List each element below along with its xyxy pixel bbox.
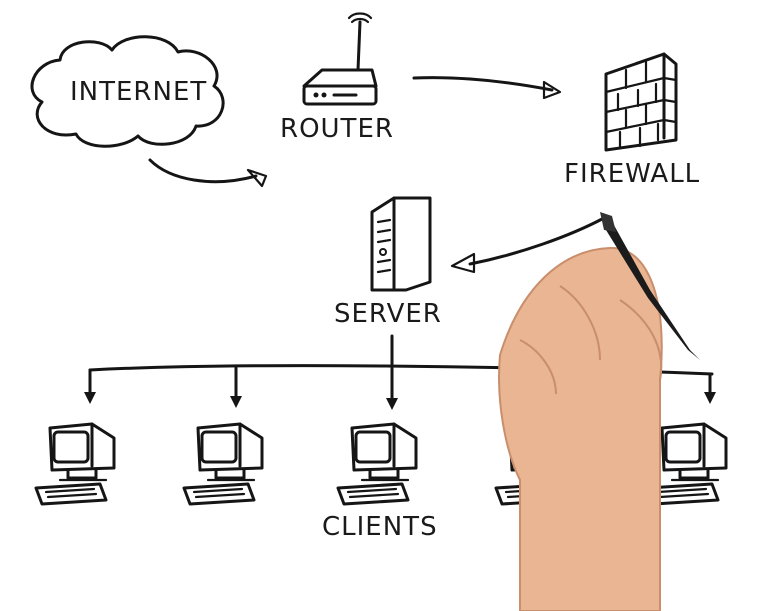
- server-label: SERVER: [334, 299, 442, 329]
- keyboard-icon: [182, 482, 256, 506]
- router-icon: [302, 12, 378, 106]
- server-icon: [370, 196, 432, 292]
- computer-icon: [48, 422, 116, 482]
- client-computer: [336, 422, 418, 506]
- keyboard-icon: [336, 482, 410, 506]
- client-computer: [34, 422, 116, 506]
- firewall-label: FIREWALL: [564, 159, 700, 189]
- clients-label: CLIENTS: [322, 512, 438, 542]
- internet-label: INTERNET: [70, 77, 207, 107]
- cloud-icon: [30, 35, 225, 148]
- computer-icon: [350, 422, 418, 482]
- arrow-router-to-firewall: [412, 76, 562, 100]
- keyboard-icon: [34, 482, 108, 506]
- computer-icon: [196, 422, 264, 482]
- firewall-icon: [604, 52, 678, 152]
- client-computer: [182, 422, 264, 506]
- arrow-firewall-to-server: [450, 216, 606, 274]
- computer-icon: [660, 422, 728, 482]
- router-label: ROUTER: [280, 114, 394, 144]
- hand-with-marker: [498, 212, 700, 611]
- arrow-internet-to-router: [148, 158, 268, 188]
